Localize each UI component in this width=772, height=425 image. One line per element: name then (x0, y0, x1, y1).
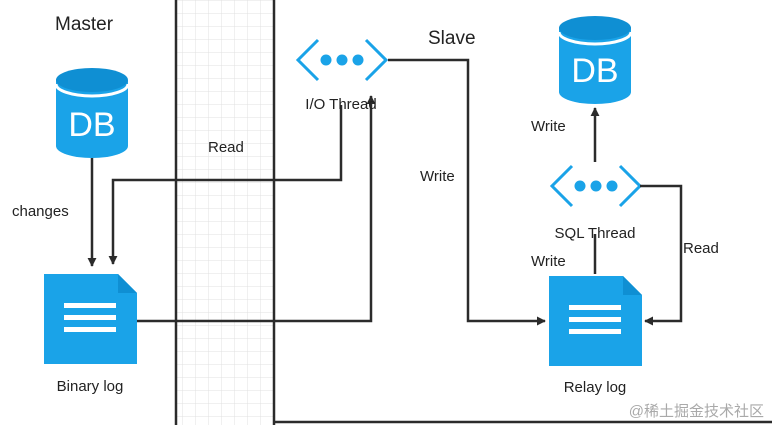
sql-read-label: Read (683, 240, 719, 257)
network-grid (176, 0, 274, 425)
write-relay-label: Write (420, 168, 455, 185)
write-db-label: Write (531, 118, 566, 135)
slave-database-icon: DB (557, 16, 633, 104)
relay-log-document-icon (549, 276, 642, 366)
binlog-transfer-arrow (137, 95, 376, 323)
binary-log-document-icon (44, 274, 137, 364)
master-db-label: DB (68, 106, 115, 144)
io-thread-label: I/O Thread (305, 96, 376, 113)
sql-thread-label: SQL Thread (555, 225, 636, 242)
slave-db-label: DB (571, 52, 618, 90)
relay-log-label: Relay log (564, 379, 627, 396)
changes-label: changes (12, 203, 69, 220)
sql-write-label: Write (531, 253, 566, 270)
master-title: Master (55, 14, 114, 35)
slave-title: Slave (428, 28, 476, 49)
sql-thread-icon (549, 164, 643, 208)
io-thread-icon (295, 38, 389, 82)
read-request-arrow (108, 105, 343, 265)
binary-log-label: Binary log (57, 378, 124, 395)
watermark: @稀土掘金技术社区 (629, 403, 764, 420)
network-read-label: Read (208, 139, 244, 156)
write-relay-arrow (388, 58, 546, 326)
master-database-icon: DB (54, 68, 130, 158)
sql-read-arrow (640, 184, 683, 326)
